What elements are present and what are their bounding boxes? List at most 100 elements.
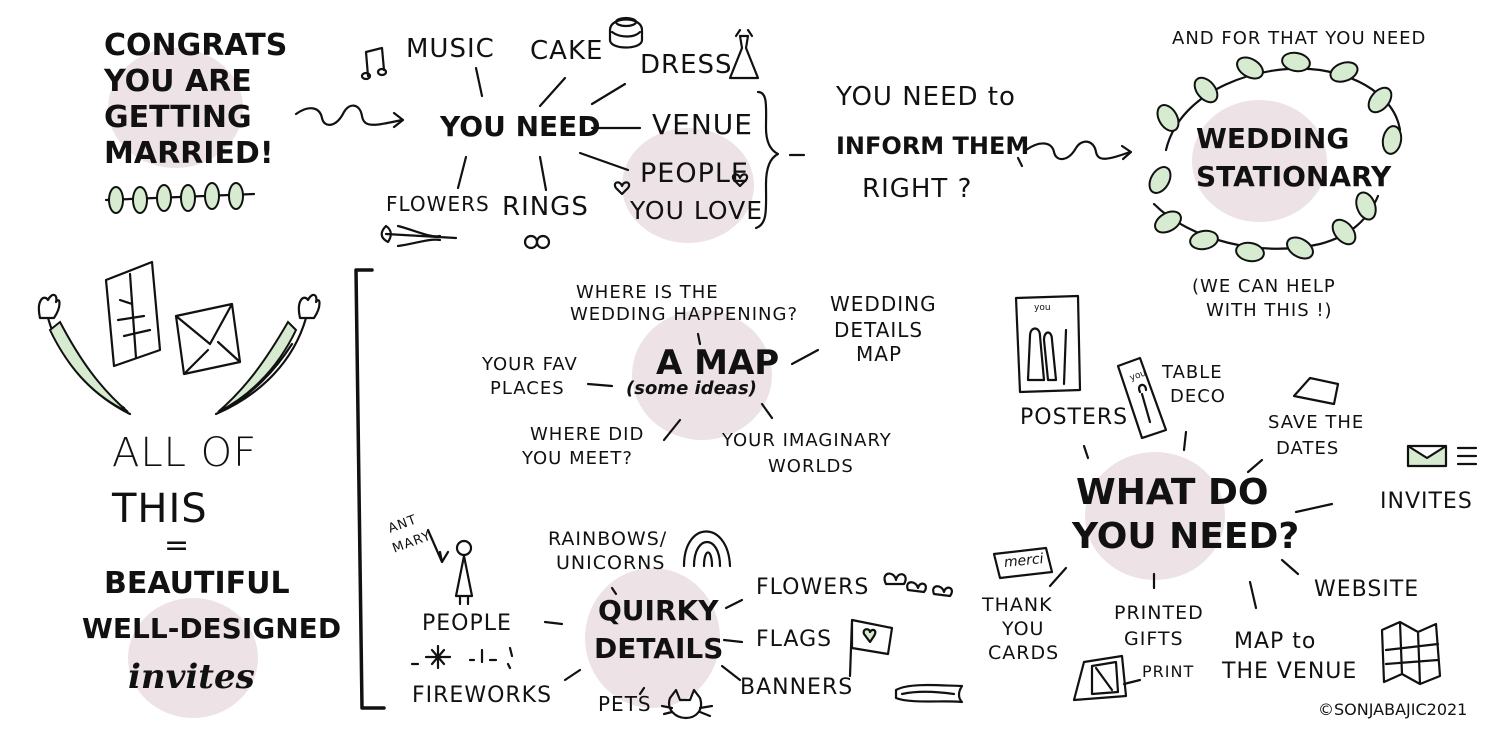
what-posters: POSTERS <box>1020 405 1129 430</box>
need-venue: VENUE <box>652 108 753 141</box>
congrats-line-4: MARRIED! <box>104 136 274 171</box>
highlight-blob-stationary <box>1192 100 1327 222</box>
map-details-2: DETAILS <box>834 318 924 342</box>
table-deco-icon <box>1116 356 1168 440</box>
need-people-1: PEOPLE <box>640 158 749 189</box>
rainbow-icon <box>682 530 732 568</box>
what-gifts-1: PRINTED <box>1114 602 1204 624</box>
quirky-people: PEOPLE <box>422 611 512 636</box>
flower-sprig-icon <box>380 224 458 248</box>
congrats-line-1: CONGRATS <box>104 28 288 63</box>
need-people-2: YOU LOVE <box>630 196 763 225</box>
map-where-1: WHERE IS THE <box>576 282 719 303</box>
flower-cluster-icon <box>883 572 953 598</box>
highlight-blob-congrats <box>108 48 243 168</box>
what-map-1: MAP to <box>1234 629 1317 654</box>
map-imaginary-2: WORLDS <box>768 456 854 477</box>
quirky-flags: FLAGS <box>756 627 833 652</box>
what-thank-3: CARDS <box>988 642 1060 664</box>
banner-icon <box>894 683 964 704</box>
you-need-center: YOU NEED <box>440 110 601 143</box>
what-invites: INVITES <box>1380 489 1473 514</box>
copyright: ©SONJABAJIC2021 <box>1318 700 1468 719</box>
need-music: MUSIC <box>406 34 495 64</box>
map-center: A MAP <box>656 343 780 383</box>
quirky-banners: BANNERS <box>740 675 854 700</box>
folded-map-icon <box>1380 620 1442 686</box>
brace <box>754 90 780 230</box>
what-gifts-2: GIFTS <box>1124 628 1184 650</box>
congrats-line-2: YOU ARE <box>104 64 252 99</box>
map-fav-1: YOUR FAV <box>482 354 578 375</box>
map-meet-2: YOU MEET? <box>522 448 633 469</box>
quirky-fireworks: FIREWORKS <box>412 683 553 708</box>
merci-card-icon <box>992 546 1054 580</box>
congrats-line-3: GETTING <box>104 100 252 135</box>
map-meet-1: WHERE DID <box>530 424 645 445</box>
all-of-line-2: THIS <box>112 486 208 532</box>
heart-icon-2 <box>731 173 749 188</box>
what-table-2: DECO <box>1170 386 1226 407</box>
need-flowers: FLOWERS <box>386 192 490 216</box>
quirky-center-2: DETAILS <box>594 632 724 665</box>
stationary-center-2: STATIONARY <box>1196 160 1392 193</box>
need-rings: RINGS <box>502 192 589 222</box>
save-the-dates-icon <box>1292 376 1340 406</box>
what-print: PRINT <box>1142 662 1195 681</box>
stationary-bottom-2: WITH THIS !) <box>1206 300 1333 321</box>
what-center-2: YOU NEED? <box>1072 516 1300 557</box>
squiggle-arrow-1 <box>294 104 404 126</box>
arrow-head-2 <box>1120 144 1133 161</box>
map-imaginary-1: YOUR IMAGINARY <box>722 430 892 451</box>
map-sub: (some ideas) <box>626 378 757 399</box>
envelope-icon <box>174 302 242 376</box>
squiggle-arrow-2 <box>1024 140 1132 161</box>
what-thank-1: THANK <box>982 594 1053 616</box>
arrow-head-1 <box>392 111 405 129</box>
inform-line-3: RIGHT ? <box>862 174 973 204</box>
map-fav-2: PLACES <box>490 378 565 399</box>
what-poster-tag: you <box>1034 303 1051 313</box>
need-cake: CAKE <box>530 36 604 66</box>
need-dress: DRESS <box>640 50 733 80</box>
stationary-center-1: WEDDING <box>1196 122 1350 155</box>
what-website: WEBSITE <box>1314 577 1420 602</box>
bracket <box>354 268 386 710</box>
tulip-icon-left <box>37 293 132 416</box>
highlight-blob-what <box>1085 452 1225 580</box>
music-note-icon <box>364 46 386 78</box>
map-details-1: WEDDING <box>830 292 937 316</box>
quirky-rainbows-1: RAINBOWS/ <box>548 528 668 550</box>
quirky-pets: PETS <box>598 692 652 716</box>
poster-icon <box>1014 294 1082 394</box>
dress-icon <box>728 28 760 80</box>
what-save-1: SAVE THE <box>1268 412 1365 433</box>
map-where-2: WEDDING HAPPENING? <box>570 304 799 325</box>
cake-icon <box>608 18 644 49</box>
result-line-3: invites <box>128 657 255 697</box>
all-of-equals: = <box>164 528 191 563</box>
highlight-blob-map <box>632 310 772 440</box>
rings-icon <box>523 234 539 250</box>
cat-icon <box>660 688 714 720</box>
inform-line-2: INFORM THEM <box>836 132 1030 160</box>
heart-icon-1 <box>613 181 631 196</box>
invite-envelope-icon <box>1406 444 1448 468</box>
result-line-2: WELL-DESIGNED <box>82 612 342 645</box>
fireworks-icon <box>410 644 514 670</box>
highlight-blob-people <box>622 128 754 243</box>
inform-line-1: YOU NEED to <box>836 82 1016 112</box>
what-center-1: WHAT DO <box>1076 472 1269 513</box>
what-thank-2: YOU <box>1002 618 1045 640</box>
stationary-top: AND FOR THAT YOU NEED <box>1172 28 1427 49</box>
aunt-figure-icon <box>455 539 473 557</box>
all-of-line-1: ALL OF <box>112 430 258 476</box>
stationary-bottom-1: (WE CAN HELP <box>1192 276 1336 297</box>
highlight-blob-invites <box>128 598 258 718</box>
flag-icon <box>848 618 894 678</box>
quirky-flowers: FLOWERS <box>756 575 870 600</box>
what-save-2: DATES <box>1276 438 1340 459</box>
result-line-1: BEAUTIFUL <box>104 566 290 601</box>
quirky-center-1: QUIRKY <box>598 594 719 627</box>
